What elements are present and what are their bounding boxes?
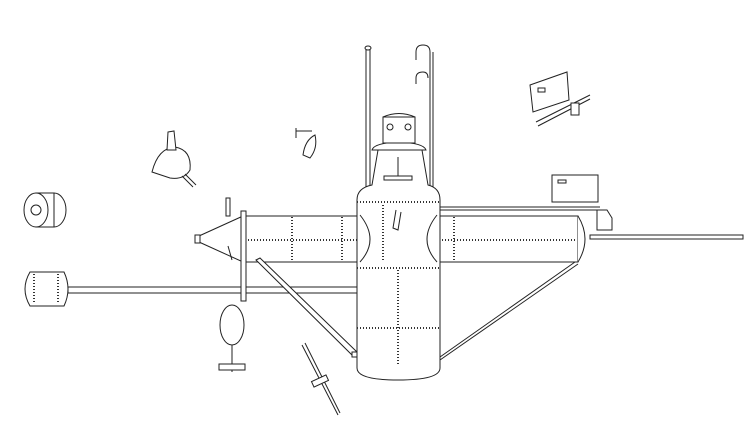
hatch-part [151,130,197,188]
porthole [386,123,394,131]
sign-part [529,71,591,127]
porthole [404,123,412,131]
left-rod-assembly [24,271,359,307]
flange-ring [240,210,247,302]
left-end-tank [24,271,69,307]
right-cylinder [439,174,744,263]
bracket [596,209,613,231]
loose-parts [23,71,591,416]
ring-part [218,304,246,372]
small-valve-part [295,128,317,159]
central-hull [356,113,441,381]
nose-cone [198,215,244,263]
right-rod [589,234,744,240]
right-strut [439,261,576,358]
conning-tower [382,116,416,144]
left-strut [255,257,359,358]
mast-and-pipes [364,44,434,195]
wrench-part [301,342,341,416]
left-cylinder [194,197,359,302]
drum-part [23,192,67,228]
instrument-box [551,174,599,203]
